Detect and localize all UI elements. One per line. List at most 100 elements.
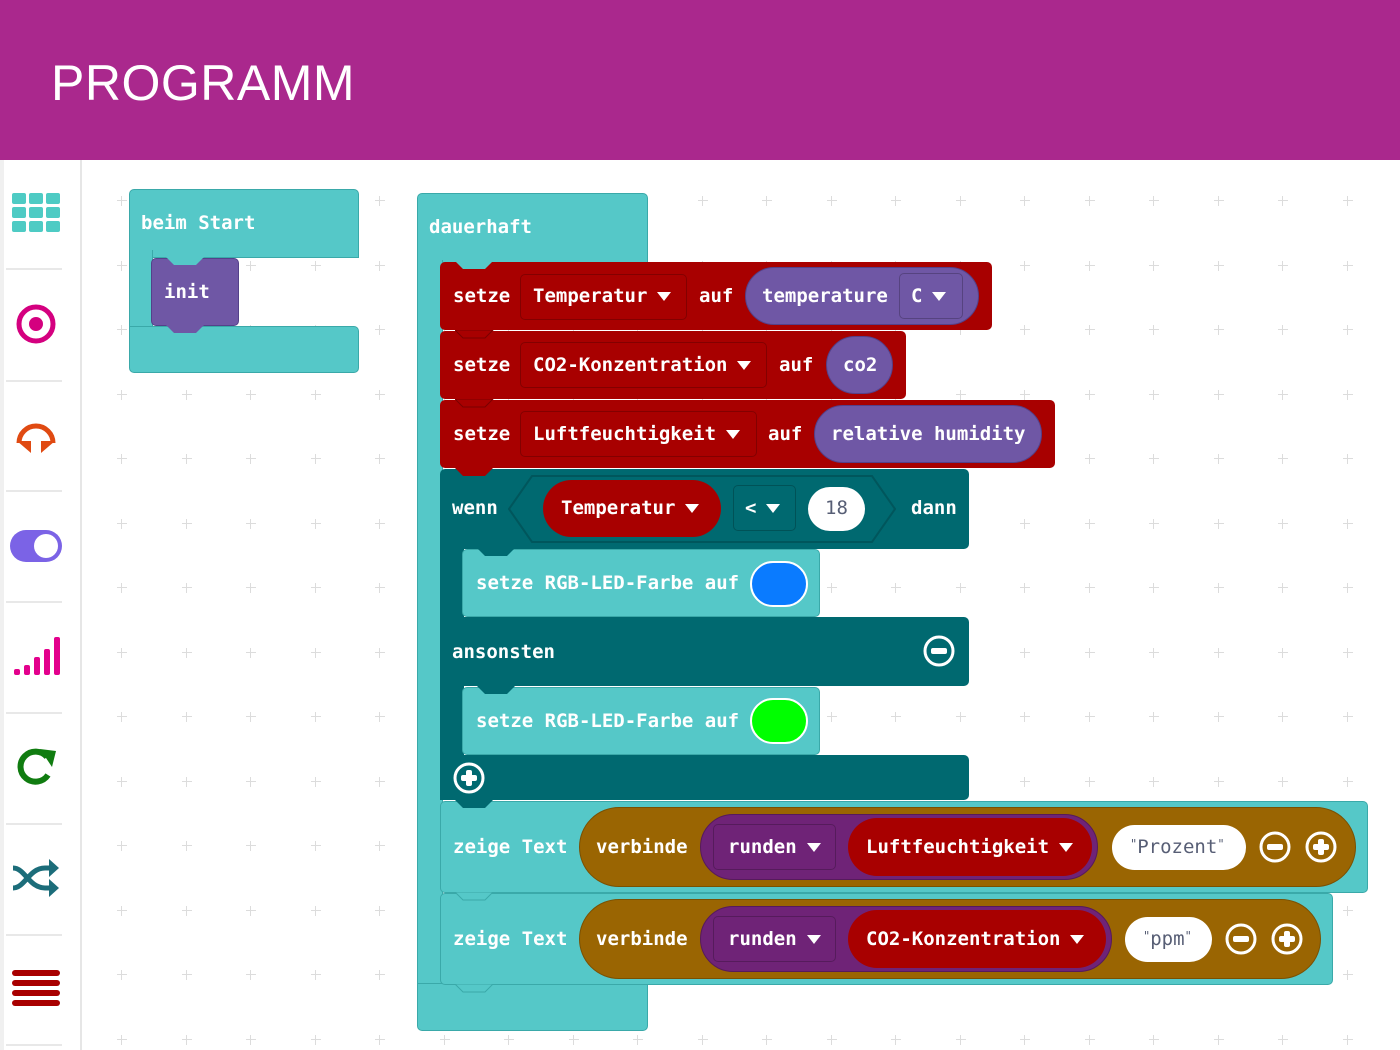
add-join-item-button[interactable] bbox=[1305, 831, 1337, 863]
chevron-down-icon bbox=[1059, 843, 1074, 852]
init-call-block[interactable] bbox=[151, 258, 239, 326]
grid-marker bbox=[1084, 196, 1095, 206]
grid-marker bbox=[1278, 1034, 1288, 1045]
toolbox-category-loops[interactable] bbox=[8, 717, 64, 817]
co2-sensor-block[interactable] bbox=[826, 336, 893, 394]
grid-marker bbox=[633, 1034, 643, 1045]
set-keyword: setze bbox=[453, 423, 511, 445]
toolbox-category-led[interactable] bbox=[8, 496, 64, 596]
toolbox-category-music[interactable] bbox=[8, 385, 64, 485]
grid-marker bbox=[826, 196, 837, 206]
string-input-prozent[interactable] bbox=[1112, 825, 1246, 870]
humidity-sensor-block[interactable] bbox=[814, 405, 1042, 463]
grid-marker bbox=[955, 712, 966, 722]
lines-icon bbox=[12, 970, 60, 1006]
grid-marker bbox=[1342, 776, 1353, 787]
toolbox-divider bbox=[6, 712, 62, 714]
humidity-variable-reporter[interactable] bbox=[848, 818, 1092, 876]
grid-marker bbox=[181, 518, 192, 529]
on-start-block[interactable] bbox=[129, 189, 359, 258]
math-function-dropdown[interactable] bbox=[713, 824, 836, 870]
grid-marker bbox=[1278, 712, 1288, 722]
grid-marker bbox=[246, 712, 256, 722]
grid-marker bbox=[439, 1034, 450, 1045]
grid-marker bbox=[310, 518, 321, 529]
variable-dropdown-temperatur[interactable] bbox=[520, 274, 687, 320]
color-picker-green[interactable] bbox=[750, 698, 808, 744]
grid-marker bbox=[1149, 583, 1159, 593]
init-label: init bbox=[164, 281, 210, 303]
toolbox-category-logic[interactable] bbox=[8, 828, 64, 928]
grid-marker bbox=[955, 1034, 966, 1045]
grid-marker bbox=[117, 970, 127, 980]
grid-marker bbox=[1149, 518, 1159, 529]
to-keyword: auf bbox=[699, 285, 734, 307]
grid-marker bbox=[1020, 776, 1030, 787]
grid-marker bbox=[762, 1034, 772, 1045]
toolbox-category-input[interactable] bbox=[8, 274, 64, 374]
toolbox-category-basic[interactable] bbox=[8, 163, 64, 263]
math-function-label: runden bbox=[728, 838, 821, 857]
remove-join-item-button[interactable] bbox=[1225, 923, 1257, 955]
grid-marker bbox=[1213, 647, 1224, 658]
block-notch bbox=[455, 261, 493, 269]
grid-marker bbox=[1084, 712, 1095, 722]
chevron-down-icon bbox=[685, 504, 700, 513]
grid-marker bbox=[1278, 454, 1288, 464]
grid-marker bbox=[246, 776, 256, 787]
remove-else-button[interactable] bbox=[923, 635, 955, 667]
grid-marker bbox=[891, 583, 901, 593]
string-input-ppm[interactable] bbox=[1125, 917, 1212, 962]
forever-block[interactable] bbox=[417, 193, 648, 263]
grid-marker bbox=[246, 454, 256, 464]
grid-marker bbox=[117, 196, 127, 206]
grid-marker bbox=[1213, 583, 1224, 593]
operator-dropdown[interactable] bbox=[733, 485, 796, 531]
grid-marker bbox=[1020, 647, 1030, 658]
grid-marker bbox=[1020, 325, 1030, 335]
math-function-label: runden bbox=[728, 930, 821, 949]
unit-dropdown-label: C bbox=[911, 287, 947, 306]
toolbox-category-radio[interactable] bbox=[8, 607, 64, 707]
variable-dropdown-co2[interactable] bbox=[520, 342, 767, 388]
grid-marker bbox=[1149, 196, 1159, 206]
grid-marker bbox=[246, 905, 256, 916]
unit-dropdown[interactable] bbox=[899, 273, 963, 319]
grid-marker bbox=[181, 841, 192, 851]
grid-marker bbox=[1342, 647, 1353, 658]
add-else-if-button[interactable] bbox=[453, 762, 485, 794]
grid-marker bbox=[375, 776, 385, 787]
set-led-color-label: setze RGB-LED-Farbe auf bbox=[476, 572, 740, 594]
grid-marker bbox=[117, 454, 127, 464]
co2-sensor-label: co2 bbox=[843, 354, 878, 376]
grid-marker bbox=[310, 389, 321, 400]
grid-marker bbox=[375, 518, 385, 529]
loop-arrow-icon bbox=[17, 748, 56, 785]
chevron-down-icon bbox=[806, 843, 821, 852]
add-join-item-button[interactable] bbox=[1271, 923, 1303, 955]
toolbox-category-variables[interactable] bbox=[8, 938, 64, 1038]
grid-marker bbox=[246, 1034, 256, 1045]
forever-block-footer bbox=[417, 983, 648, 1031]
chevron-down-icon bbox=[657, 292, 672, 301]
grid-marker bbox=[1342, 325, 1353, 335]
grid-marker bbox=[181, 712, 192, 722]
grid-marker bbox=[1084, 518, 1095, 529]
color-picker-blue[interactable] bbox=[750, 561, 808, 607]
grid-marker bbox=[1278, 196, 1288, 206]
toolbox-divider bbox=[6, 490, 62, 492]
toolbox-divider bbox=[6, 1044, 62, 1046]
co2-variable-reporter[interactable] bbox=[848, 910, 1106, 968]
humidity-variable-label: Luftfeuchtigkeit bbox=[866, 838, 1074, 857]
grid-marker bbox=[117, 260, 127, 271]
number-input-18[interactable] bbox=[808, 487, 865, 531]
variable-dropdown-humidity[interactable] bbox=[520, 411, 757, 457]
math-function-dropdown[interactable] bbox=[713, 916, 836, 962]
remove-join-item-button[interactable] bbox=[1259, 831, 1291, 863]
grid-marker bbox=[697, 1034, 708, 1045]
headphones-icon bbox=[16, 423, 56, 453]
grid-marker bbox=[181, 776, 192, 787]
string-input-value: "ppm" bbox=[1143, 928, 1192, 950]
toolbox-scroll-edge bbox=[0, 160, 4, 1050]
grid-marker bbox=[310, 260, 321, 271]
